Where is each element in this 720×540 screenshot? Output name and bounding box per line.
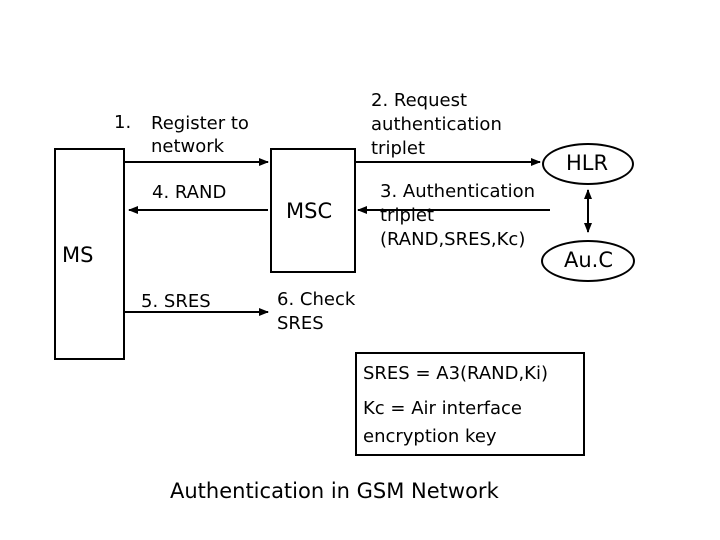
step-2-line-2: authentication [371,114,502,135]
diagram-caption: Authentication in GSM Network [170,479,499,503]
step-2-line-1: 2. Request [371,90,468,111]
step-3-line-1: 3. Authentication [380,181,536,202]
hlr-label: HLR [566,151,609,175]
step-4-label: 4. RAND [152,182,227,203]
step-1-line-1: Register to [151,113,249,134]
ms-box [54,148,125,360]
step-3-line-2: triplet [380,205,435,226]
auc-label: Au.C [564,248,614,272]
note-sres-formula: SRES = A3(RAND,Ki) [363,363,549,384]
ms-label: MS [62,243,94,267]
msc-label: MSC [286,199,333,223]
step-1-number: 1. [114,112,132,133]
note-kc-line-1: Kc = Air interface [363,398,522,419]
step-3-line-3: (RAND,SRES,Kc) [380,229,526,250]
auc-node [541,240,635,282]
step-2-line-3: triplet [371,138,426,159]
sres-note-box [355,352,585,456]
step-5-label: 5. SRES [141,291,211,312]
hlr-node [542,143,634,185]
msc-box [270,148,356,273]
note-kc-line-2: encryption key [363,426,497,447]
step-1-line-2: network [151,136,225,157]
step-6-line-1: 6. Check [277,289,356,310]
step-6-line-2: SRES [277,313,324,334]
